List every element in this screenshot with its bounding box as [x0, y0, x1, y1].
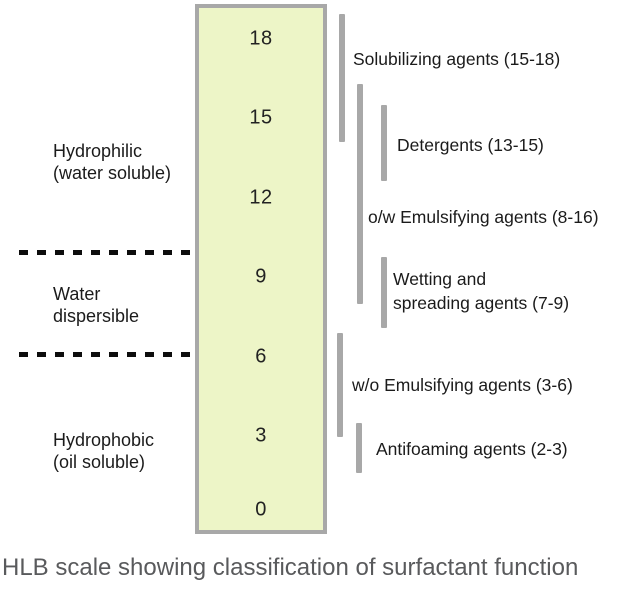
scale-tick-0: 0 [255, 498, 267, 521]
label-detergents: Detergents (13-15) [397, 135, 544, 155]
scale-tick-12: 12 [249, 186, 273, 209]
label-hydrophilic-line2: (water soluble) [53, 163, 172, 183]
label-solubilizing-agents: Solubilizing agents (15-18) [353, 49, 561, 69]
label-wetting-line2: spreading agents (7-9) [393, 293, 570, 313]
label-wo-emulsifying-agents: w/o Emulsifying agents (3-6) [352, 375, 573, 395]
label-hydrophobic-line2: (oil soluble) [53, 452, 146, 472]
label-water-dispersible-line1: Water [53, 284, 101, 304]
label-hydrophilic-line1: Hydrophilic [53, 141, 143, 161]
range-bar-solubilizing-agents [339, 14, 345, 142]
label-water-dispersible: Water dispersible [53, 283, 139, 327]
scale-tick-6: 6 [255, 345, 267, 368]
hlb-scale-bar: 18 15 12 9 6 3 0 [195, 4, 327, 534]
scale-tick-3: 3 [255, 424, 267, 447]
label-hydrophilic: Hydrophilic (water soluble) [53, 140, 171, 184]
label-hydrophobic: Hydrophobic (oil soluble) [53, 429, 154, 473]
label-wetting-spreading-agents: Wetting and spreading agents (7-9) [393, 267, 569, 315]
scale-tick-18: 18 [249, 27, 273, 50]
label-wetting-line1: Wetting and [393, 269, 487, 289]
range-bar-wo-emulsifying-agents [337, 333, 343, 437]
label-hydrophobic-line1: Hydrophobic [53, 430, 155, 450]
label-water-dispersible-line2: dispersible [53, 306, 140, 326]
range-bar-ow-emulsifying-agents [357, 84, 363, 304]
range-bar-antifoaming-agents [356, 423, 362, 473]
scale-tick-9: 9 [255, 265, 267, 288]
scale-tick-15: 15 [249, 106, 273, 129]
dashed-divider-upper [19, 250, 196, 255]
dashed-divider-lower [19, 352, 196, 357]
range-bar-detergents [381, 105, 387, 181]
label-antifoaming-agents: Antifoaming agents (2-3) [376, 439, 568, 459]
range-bar-wetting-spreading-agents [381, 257, 387, 328]
label-ow-emulsifying-agents: o/w Emulsifying agents (8-16) [368, 207, 599, 227]
figure-caption: HLB scale showing classification of surf… [2, 554, 579, 581]
